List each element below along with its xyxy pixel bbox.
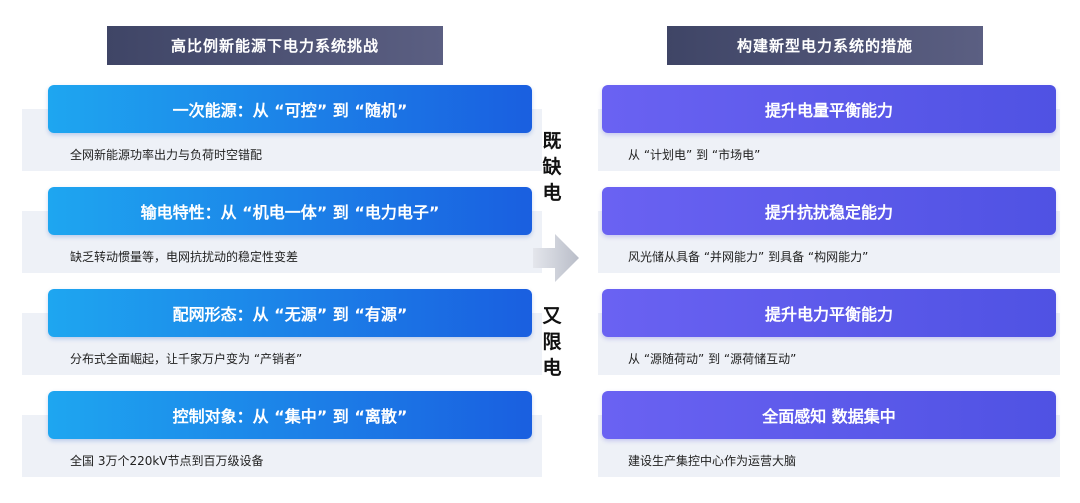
challenge-item: 一次能源：从 “可控” 到 “随机” 全网新能源功率出力与负荷时空错配	[22, 85, 542, 171]
middle-char: 又	[542, 305, 562, 327]
middle-char: 限	[542, 331, 562, 353]
challenge-title: 输电特性：从 “机电一体” 到 “电力电子”	[48, 187, 532, 235]
measure-title: 提升抗扰稳定能力	[602, 187, 1056, 235]
measure-desc: 从 “源随荷动” 到 “源荷储互动”	[628, 352, 797, 366]
challenge-desc: 分布式全面崛起，让千家万户变为 “产销者”	[70, 352, 303, 366]
middle-char: 缺	[542, 156, 562, 178]
challenge-title: 一次能源：从 “可控” 到 “随机”	[48, 85, 532, 133]
left-header: 高比例新能源下电力系统挑战	[107, 26, 443, 65]
measure-item: 提升抗扰稳定能力 风光储从具备 “并网能力” 到具备 “构网能力”	[598, 187, 1060, 273]
measure-title: 提升电量平衡能力	[602, 85, 1056, 133]
middle-char: 电	[542, 357, 562, 379]
middle-label-top: 既 缺 电	[538, 128, 566, 206]
measure-title: 全面感知 数据集中	[602, 391, 1056, 439]
measure-title: 提升电力平衡能力	[602, 289, 1056, 337]
middle-label-bottom: 又 限 电	[538, 303, 566, 381]
challenge-item: 控制对象：从 “集中” 到 “离散” 全国 3万个220kV节点到百万级设备	[22, 391, 542, 477]
challenge-title: 控制对象：从 “集中” 到 “离散”	[48, 391, 532, 439]
challenge-desc: 全网新能源功率出力与负荷时空错配	[70, 148, 263, 162]
measure-desc: 从 “计划电” 到 “市场电”	[628, 148, 761, 162]
challenge-item: 配网形态：从 “无源” 到 “有源” 分布式全面崛起，让千家万户变为 “产销者”	[22, 289, 542, 375]
right-arrow-icon	[533, 234, 579, 282]
measure-item: 提升电量平衡能力 从 “计划电” 到 “市场电”	[598, 85, 1060, 171]
measure-desc: 风光储从具备 “并网能力” 到具备 “构网能力”	[628, 250, 869, 264]
challenge-desc: 全国 3万个220kV节点到百万级设备	[70, 454, 264, 468]
middle-char: 既	[542, 130, 562, 152]
challenge-item: 输电特性：从 “机电一体” 到 “电力电子” 缺乏转动惯量等，电网抗扰动的稳定性…	[22, 187, 542, 273]
challenge-title: 配网形态：从 “无源” 到 “有源”	[48, 289, 532, 337]
measure-desc: 建设生产集控中心作为运营大脑	[628, 454, 797, 468]
measure-item: 提升电力平衡能力 从 “源随荷动” 到 “源荷储互动”	[598, 289, 1060, 375]
measure-item: 全面感知 数据集中 建设生产集控中心作为运营大脑	[598, 391, 1060, 477]
challenge-desc: 缺乏转动惯量等，电网抗扰动的稳定性变差	[70, 250, 299, 264]
right-header: 构建新型电力系统的措施	[667, 26, 983, 65]
middle-char: 电	[542, 182, 562, 204]
